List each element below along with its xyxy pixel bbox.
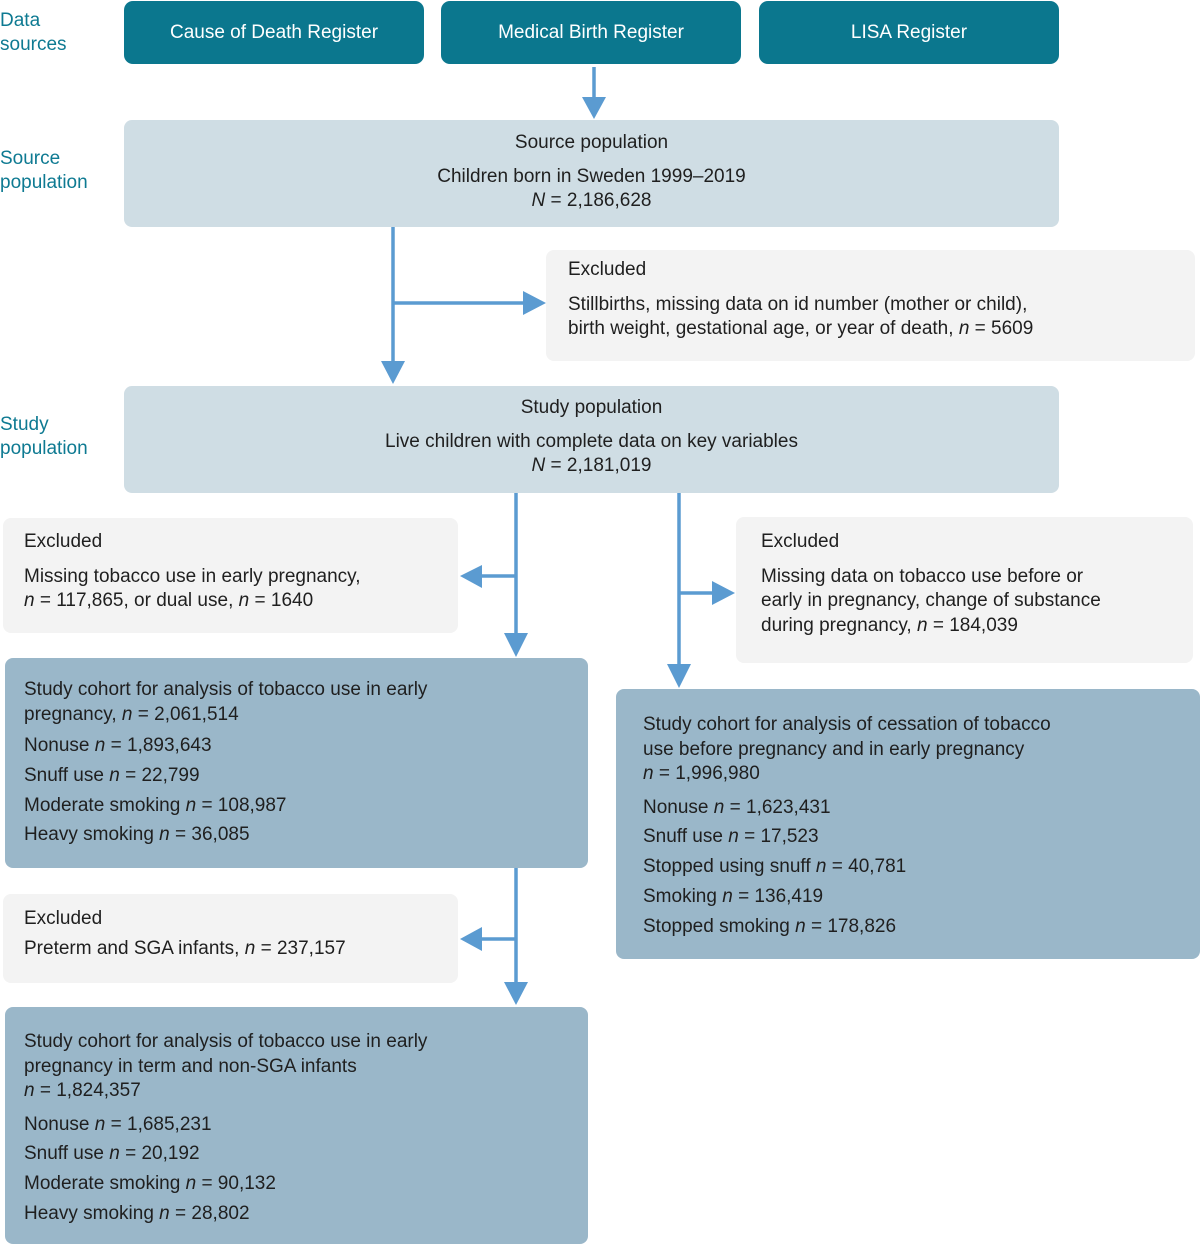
cohort-term-item-heavy-smoking: Heavy smoking n = 28,802	[24, 1202, 250, 1224]
cohort-term-item-snuff-use: Snuff use n = 20,192	[24, 1143, 200, 1165]
source-population-description: Children born in Sweden 1999–2019	[437, 166, 746, 187]
side-label-source-population: Source population	[0, 148, 88, 193]
cohort-early-item-nonuse: Nonuse n = 1,893,643	[24, 735, 212, 756]
arrowhead-excluded-preterm	[460, 927, 482, 951]
cohort-term-item-moderate-smoking: Moderate smoking n = 90,132	[24, 1173, 276, 1195]
study-population-title: Study population	[520, 397, 663, 418]
source-box-medical-birth-register: Medical Birth Register	[441, 1, 741, 64]
arrowhead-excluded-initial	[523, 291, 546, 315]
cohort-box-cessation: Study cohort for analysis of cessation o…	[616, 689, 1200, 959]
excluded-box-preterm-sga: Excluded Preterm and SGA infants, n = 23…	[3, 894, 458, 983]
cohort-box-early-pregnancy: Study cohort for analysis of tobacco use…	[5, 658, 588, 868]
cohort-early-item-snuff-use: Snuff use n = 22,799	[24, 764, 200, 786]
study-population-count: N = 2,181,019	[531, 455, 652, 476]
source-population-box: Source population Children born in Swede…	[124, 120, 1059, 227]
source-box-cause-of-death-register: Cause of Death Register	[124, 1, 424, 64]
arrowhead-study-population	[381, 361, 405, 384]
cohort-box-term-non-sga: Study cohort for analysis of tobacco use…	[5, 1007, 588, 1244]
arrowhead-cessation-cohort	[667, 664, 691, 688]
source-population-title: Source population	[514, 132, 669, 153]
source-population-count: N = 2,186,628	[531, 190, 652, 211]
source-box-lisa-register: LISA Register	[759, 1, 1059, 64]
arrowhead-excluded-missing-tobacco	[460, 565, 482, 588]
arrowhead-source-population	[582, 97, 606, 119]
cohort-cessation-item-smoking: Smoking n = 136,419	[643, 885, 824, 907]
excluded-box-initial: Excluded Stillbirths, missing data on id…	[546, 250, 1195, 361]
cohort-cessation-item-stopped-smoking: Stopped smoking n = 178,826	[643, 915, 897, 937]
side-label-study-population: Study population	[0, 414, 88, 459]
arrowhead-excluded-missing-cessation	[712, 581, 735, 605]
arrowhead-early-cohort	[504, 633, 528, 657]
side-label-data-sources: Data sources	[0, 10, 67, 55]
excluded-initial-title: Excluded	[568, 259, 647, 280]
cohort-term-item-nonuse: Nonuse n = 1,685,231	[24, 1113, 212, 1135]
cohort-early-item-moderate-smoking: Moderate smoking n = 108,987	[24, 794, 287, 816]
study-population-box: Study population Live children with comp…	[124, 386, 1059, 493]
excluded-box-missing-cessation-data: Excluded Missing data on tobacco use bef…	[736, 517, 1193, 663]
excluded-box-missing-tobacco: Excluded Missing tobacco use in early pr…	[3, 518, 458, 633]
cohort-cessation-item-nonuse: Nonuse n = 1,623,431	[643, 796, 831, 818]
cohort-cessation-item-snuff-use: Snuff use n = 17,523	[643, 826, 819, 848]
cohort-cessation-item-stopped-snuff: Stopped using snuff n = 40,781	[643, 856, 907, 878]
study-population-description: Live children with complete data on key …	[385, 431, 798, 452]
arrowhead-term-cohort	[504, 982, 528, 1005]
cohort-early-item-heavy-smoking: Heavy smoking n = 36,085	[24, 824, 250, 846]
